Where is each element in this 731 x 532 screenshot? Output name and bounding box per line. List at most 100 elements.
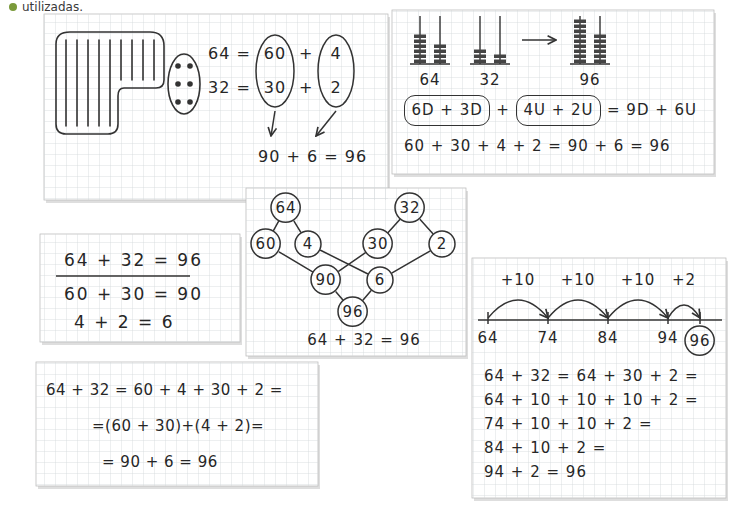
circle-line [311,265,340,294]
sum-underline [56,275,190,277]
handwritten-number: 30 [264,71,286,105]
text-slot: 74 + 10 + 10 + 2 = [484,412,652,436]
text-slot: 32 [479,68,500,92]
number-circle: 6 [366,266,394,294]
handwritten-text: +10 [501,270,536,290]
down-arrow [271,111,275,136]
unit-dot [175,81,181,87]
bullet-icon [9,3,17,11]
unit-dots [175,63,193,105]
text-slot: 96 [579,68,600,92]
handwritten-text: 74 + 10 + 10 + 2 = [484,412,652,436]
number-line-axis [478,319,722,321]
abacus-beads [494,53,506,63]
text-slot: 64 + 10 + 10 + 10 + 2 = [484,388,699,412]
tree-line [392,251,430,273]
handwritten-text: 32 = [208,71,251,105]
handwritten-number: 30 [367,234,388,254]
tens-outline [56,32,164,134]
number-circle: 96 [337,296,368,327]
grid-paper-card: +10+10+10+26474849464 + 32 = 64 + 30 + 2… [472,258,726,498]
abacus-frame [410,16,450,64]
text-slot: 64 [477,328,498,348]
handwritten-text: 74 [537,328,558,348]
card-grid [40,234,240,342]
handwritten-text: + [299,71,313,105]
right-arrow [522,39,556,41]
handwritten-text: 60 + 30 = 90 [64,280,203,308]
text-slot: 64 = [208,37,251,71]
handwritten-text: 64 = [208,37,251,71]
handwritten-text: 64 + 32 = 60 + 4 + 30 + 2 = [46,376,283,404]
tree-line [336,292,343,300]
abacus-frame [470,16,510,64]
handwritten-number: 90 [315,270,336,290]
text-slot: 84 [597,328,618,348]
handwritten-number: 4U + 2U [523,98,593,122]
cut-heading-text: utilizadas. [22,0,83,15]
handwritten-text: +10 [561,270,596,290]
abacus-beads [594,33,606,63]
text-slot: 84 + 10 + 2 = [484,436,606,460]
circle-line [363,229,392,258]
text-slot: 60 + 30 = 90 [64,280,203,308]
handwritten-number: 6D + 3D [412,98,483,122]
handwritten-text: 90 + 6 = 96 [258,140,367,174]
number-circle: 96 [684,325,715,356]
tree-line [363,291,371,300]
tree-line [321,250,368,273]
handwritten-text: 32 [479,68,500,92]
handwritten-text: + [299,37,313,71]
handwritten-number: 2 [330,71,341,105]
text-slot: 64 + 32 = 96 [64,246,203,274]
number-circle: 90 [310,264,341,295]
abacus-beads [414,33,426,63]
handwritten-text: 64 + 32 = 64 + 30 + 2 = [484,364,699,388]
unit-dot [187,99,193,105]
handwritten-number: 96 [689,331,710,351]
hop-arc [668,305,700,318]
card-paper [40,234,240,342]
number-line [478,300,722,324]
text-slot: 32 = [208,71,251,105]
text-slot: 4 + 2 = 6 [74,308,175,336]
tens-and-units-drawing [56,32,200,134]
circle-line [271,193,300,222]
handwritten-text: + [496,98,510,122]
text-slot: 94 + 2 = 96 [484,460,587,484]
text-slot: +10 [501,270,536,290]
handwritten-text: 60 + 30 + 4 + 2 = 90 + 6 = 96 [404,134,671,158]
text-slot: 64 + 32 = 96 [307,330,420,350]
rounded-box: 6D + 3D [404,95,490,126]
handwritten-text: 96 [579,68,600,92]
down-arrow [316,111,336,136]
card-papers [36,10,726,498]
text-slot: +10 [561,270,596,290]
handwritten-number: 4 [330,37,341,71]
card-paper [392,10,714,174]
card-grid [472,258,726,498]
handwritten-text: = 9D + 6U [607,98,697,122]
text-slot: + [299,71,313,105]
circle-line [395,193,424,222]
number-circle: 60 [250,228,281,259]
handwritten-number: 60 [255,234,276,254]
card-paper [246,188,466,356]
grid-paper-card: 64 + 32 = 96643260430290696 [246,188,466,356]
handwritten-text: =(60 + 30)+(4 + 2)= [92,412,264,440]
card-paper [472,258,726,498]
text-slot: + [496,98,510,122]
card-grid [246,188,466,356]
handwritten-text: 64 + 32 = 96 [307,330,420,350]
abacus-frame [570,16,610,64]
text-slot: = 9D + 6U [607,98,697,122]
unit-dot [187,63,193,69]
tree-line [388,220,399,233]
text-slot: = 90 + 6 = 96 [102,448,218,476]
circled-group: 42 [317,34,355,108]
grid-paper-card: 643296+= 9D + 6U60 + 30 + 4 + 2 = 90 + 6… [392,10,714,174]
text-slot: 64 + 32 = 64 + 30 + 2 = [484,364,699,388]
handwritten-text: 64 [477,328,498,348]
